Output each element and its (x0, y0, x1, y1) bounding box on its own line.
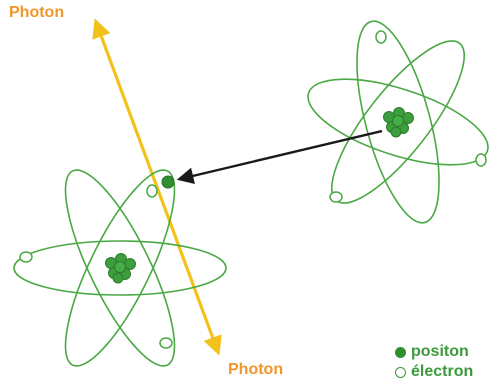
left-atom-nucleus (105, 253, 136, 284)
photon-label-bottom: Photon (228, 361, 284, 378)
left-atom-orbit (64, 169, 176, 367)
electron (329, 191, 343, 203)
left-atom (13, 169, 227, 367)
legend-electron: électron (395, 363, 473, 381)
electron (19, 251, 33, 263)
left-atom-orbit (64, 169, 176, 367)
right-atom-orbit (356, 20, 440, 224)
right-atom-nucleus (383, 107, 414, 138)
positron-trajectory-arrow (176, 129, 383, 185)
legend-positron: positon (395, 343, 469, 361)
legend-positron-label: positon (411, 343, 469, 360)
electron-legend-icon (395, 366, 406, 378)
electron (475, 153, 487, 167)
positron (161, 175, 175, 189)
photon-label-top: Photon (9, 4, 65, 21)
right-atom (307, 20, 489, 224)
photon-path-line (92, 18, 222, 356)
legend-electron-label: électron (411, 363, 474, 380)
positron-legend-icon (395, 346, 406, 358)
right-atom-orbit (307, 78, 489, 166)
electron (375, 30, 387, 44)
electron (146, 184, 158, 198)
left-atom-orbit (13, 240, 227, 296)
electron (159, 337, 173, 349)
